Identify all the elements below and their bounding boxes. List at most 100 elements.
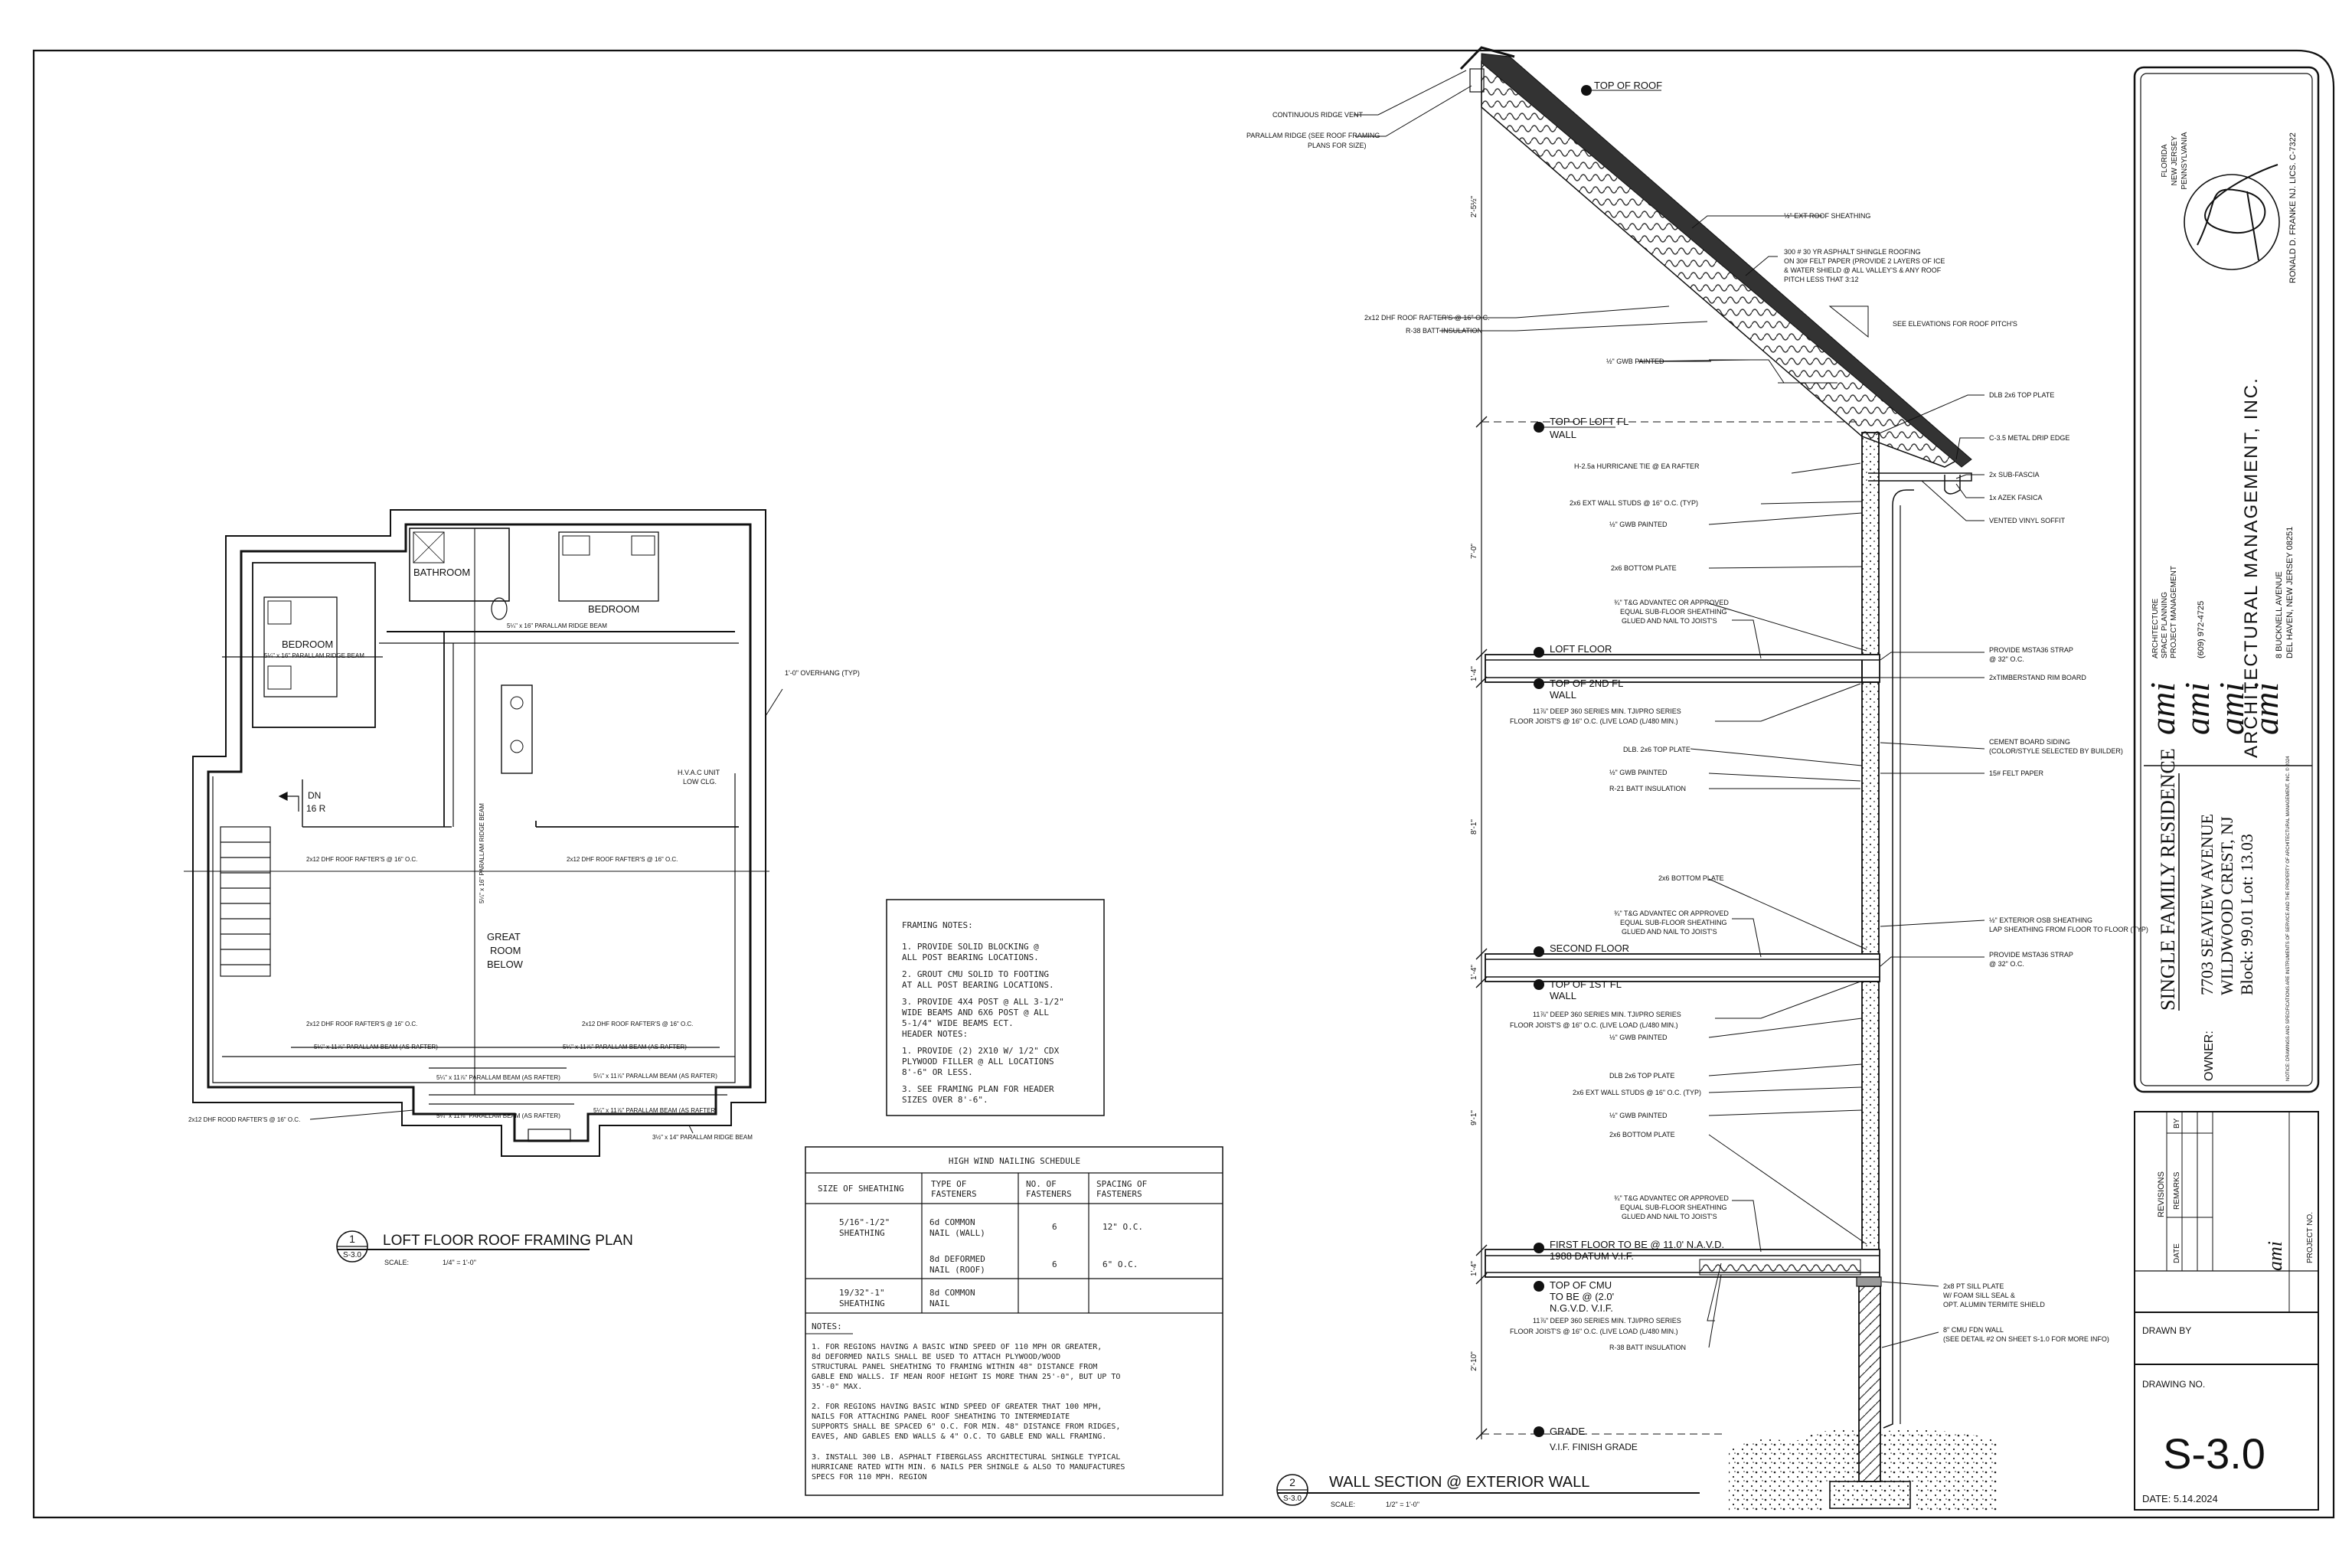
svg-text:½" GWB PAINTED: ½" GWB PAINTED	[1609, 1112, 1668, 1119]
svg-text:5-1/4" WIDE BEAMS ECT.: 5-1/4" WIDE BEAMS ECT.	[902, 1018, 1014, 1028]
svg-text:SPECS FOR 110 MPH. REGION: SPECS FOR 110 MPH. REGION	[812, 1473, 927, 1481]
svg-text:ami: ami	[2246, 682, 2285, 735]
sill-plate	[1856, 1276, 1882, 1287]
svg-text:1. PROVIDE SOLID BLOCKING @: 1. PROVIDE SOLID BLOCKING @	[902, 942, 1039, 952]
svg-text:SHEATHING: SHEATHING	[839, 1228, 885, 1238]
svg-text:3. INSTALL 300 LB. ASPHALT FIB: 3. INSTALL 300 LB. ASPHALT FIBERGLASS AR…	[812, 1453, 1120, 1462]
svg-text:½" GWB PAINTED: ½" GWB PAINTED	[1606, 358, 1664, 365]
level-top-loft-wall: TOP OF LOFT FL WALL	[1534, 416, 1628, 440]
svg-text:FASTENERS: FASTENERS	[1096, 1189, 1142, 1199]
svg-text:AT ALL POST BEARING LOCATIONS.: AT ALL POST BEARING LOCATIONS.	[902, 980, 1054, 990]
copyright-note: NOTICE: DRAWINGS AND SPECIFICATIONS ARE …	[2285, 756, 2291, 1081]
level-top-of-roof: TOP OF ROOF	[1581, 80, 1662, 96]
svg-text:N.G.V.D. V.I.F.: N.G.V.D. V.I.F.	[1550, 1302, 1613, 1314]
svg-text:3. PROVIDE 4X4 POST @ ALL 3-1/: 3. PROVIDE 4X4 POST @ ALL 3-1/2"	[902, 997, 1064, 1007]
plan-label-bathroom: BATHROOM	[413, 567, 470, 578]
svg-text:TOP OF CMU: TOP OF CMU	[1550, 1279, 1612, 1291]
svg-text:WALL: WALL	[1550, 990, 1576, 1001]
svg-text:TO BE @ (2.0': TO BE @ (2.0'	[1550, 1291, 1614, 1302]
svg-text:TOP OF LOFT FL: TOP OF LOFT FL	[1550, 416, 1628, 427]
state-2: NEW JERSEY	[2171, 136, 2179, 185]
svg-text:W/ FOAM SILL SEAL &: W/ FOAM SILL SEAL &	[1943, 1292, 2015, 1299]
plan-scale-label: SCALE:	[384, 1259, 409, 1266]
sheet-number: S-3.0	[2163, 1429, 2265, 1478]
svg-text:SEE ELEVATIONS FOR ROOF PITCH': SEE ELEVATIONS FOR ROOF PITCH'S	[1893, 320, 2017, 328]
loft-wall	[1861, 432, 1880, 655]
plan-label-ridge-bottom: 3½" x 14" PARALLAM RIDGE BEAM	[652, 1134, 753, 1141]
svg-text:6: 6	[1052, 1222, 1057, 1232]
svg-text:EQUAL SUB-FLOOR SHEATHING: EQUAL SUB-FLOOR SHEATHING	[1620, 608, 1727, 616]
section-notes-right: DLB 2x6 TOP PLATE C-3.5 METAL DRIP EDGE …	[1875, 391, 2148, 1348]
svg-text:SHEATHING: SHEATHING	[839, 1298, 885, 1308]
svg-text:ALL POST BEARING LOCATIONS.: ALL POST BEARING LOCATIONS.	[902, 952, 1039, 962]
svg-text:STRUCTURAL PANEL SHEATHING TO: STRUCTURAL PANEL SHEATHING TO FRAMING WI…	[812, 1363, 1097, 1371]
plan-label-beam-c: 5¼" x 11⅞" PARALLAM BEAM (AS RAFTER)	[436, 1074, 560, 1081]
svg-text:GRADE: GRADE	[1550, 1426, 1586, 1437]
plan-title: 1 S-3.0 LOFT FLOOR ROOF FRAMING PLAN SCA…	[336, 1230, 633, 1266]
revisions-col-remarks: REMARKS	[2173, 1171, 2181, 1210]
nailing-schedule: HIGH WIND NAILING SCHEDULE SIZE OF SHEAT…	[805, 1146, 1223, 1496]
svg-text:R-38 BATT INSULATION: R-38 BATT INSULATION	[1406, 327, 1482, 335]
owner-label: OWNER:	[2203, 1031, 2216, 1081]
svg-text:1. PROVIDE (2) 2X10 W/ 1/2" CD: 1. PROVIDE (2) 2X10 W/ 1/2" CDX	[902, 1046, 1060, 1056]
level-loft-floor: LOFT FLOOR	[1534, 643, 1612, 658]
section-title-num: 2	[1289, 1476, 1295, 1488]
section-notes-left: CONTINUOUS RIDGE VENT PARALLAM RIDGE (SE…	[1246, 70, 2017, 1351]
svg-text:V.I.F. FINISH GRADE: V.I.F. FINISH GRADE	[1550, 1442, 1638, 1452]
plan-label-rafter-4: 2x12 DHF ROOF RAFTER'S @ 16" O.C.	[582, 1021, 693, 1027]
svg-text:PLYWOOD FILLER @ ALL LOCATIONS: PLYWOOD FILLER @ ALL LOCATIONS	[902, 1057, 1054, 1067]
svg-text:½" EXTERIOR OSB SHEATHING: ½" EXTERIOR OSB SHEATHING	[1989, 916, 2092, 924]
section-title-text: WALL SECTION @ EXTERIOR WALL	[1329, 1474, 1589, 1491]
project-logo: ami	[2264, 1241, 2286, 1271]
level-grade: GRADE V.I.F. FINISH GRADE	[1534, 1426, 1638, 1452]
section-title: 2 S-3.0 WALL SECTION @ EXTERIOR WALL SCA…	[1276, 1474, 1700, 1508]
svg-text:EAVES, AND GABLES END WALLS &: EAVES, AND GABLES END WALLS & 4" O.C. TO…	[812, 1432, 1106, 1441]
svg-text:11⅞" DEEP 360 SERIES MIN. TJI/: 11⅞" DEEP 360 SERIES MIN. TJI/PRO SERIES	[1533, 1317, 1681, 1325]
toilet	[491, 597, 508, 620]
svg-text:¾" T&G ADVANTEC OR APPROVED: ¾" T&G ADVANTEC OR APPROVED	[1614, 1194, 1729, 1202]
svg-text:WALL: WALL	[1550, 429, 1576, 440]
revisions-col-by: BY	[2173, 1118, 2181, 1129]
svg-text:@ 32" O.C.: @ 32" O.C.	[1989, 655, 2024, 663]
svg-text:DLB 2x6 TOP PLATE: DLB 2x6 TOP PLATE	[1989, 391, 2054, 399]
signature	[2197, 164, 2278, 261]
framing-notes-title: FRAMING NOTES:	[902, 920, 973, 930]
svg-text:C-3.5 METAL DRIP EDGE: C-3.5 METAL DRIP EDGE	[1989, 434, 2069, 442]
second-floor-wall	[1861, 681, 1880, 955]
svg-text:TOP OF 2ND FL: TOP OF 2ND FL	[1550, 678, 1623, 689]
svg-text:NAIL (WALL): NAIL (WALL)	[929, 1228, 985, 1238]
svg-text:1'-4": 1'-4"	[1470, 1261, 1478, 1276]
plan-scale: 1/4" = 1'-0"	[443, 1259, 476, 1266]
project-title: SINGLE FAMILY RESIDENCE	[2157, 748, 2179, 1011]
svg-text:8d DEFORMED: 8d DEFORMED	[929, 1254, 985, 1264]
svg-text:R-21 BATT INSULATION: R-21 BATT INSULATION	[1609, 785, 1686, 792]
svg-text:SIZE OF SHEATHING: SIZE OF SHEATHING	[818, 1184, 904, 1194]
svg-text:35'-0" MAX.: 35'-0" MAX.	[812, 1383, 862, 1391]
svg-text:8d DEFORMED NAILS SHALL BE USE: 8d DEFORMED NAILS SHALL BE USED TO ATTAC…	[812, 1353, 1060, 1361]
plan-label-beam-a: 5¼" x 11⅞" PARALLAM BEAM (AS RAFTER)	[314, 1044, 438, 1050]
section-levels: TOP OF ROOF TOP OF LOFT FL WALL LOFT FLOO…	[1534, 80, 1724, 1452]
svg-text:FIRST FLOOR TO BE @ 11.0' N.A.: FIRST FLOOR TO BE @ 11.0' N.A.V.D.	[1550, 1239, 1724, 1250]
exterior-wall-outline	[207, 523, 752, 1142]
svg-text:2. GROUT CMU SOLID TO FOOTING: 2. GROUT CMU SOLID TO FOOTING	[902, 969, 1049, 979]
state-1: FLORIDA	[2161, 144, 2169, 178]
svg-text:WALL: WALL	[1550, 689, 1576, 701]
svg-text:TYPE OF: TYPE OF	[931, 1179, 966, 1189]
svg-text:1x AZEK FASICA: 1x AZEK FASICA	[1989, 494, 2043, 501]
svg-text:TOP OF 1ST FL: TOP OF 1ST FL	[1550, 978, 1622, 990]
svg-text:PITCH LESS THAT 3:12: PITCH LESS THAT 3:12	[1784, 276, 1859, 283]
revisions-col-date: DATE	[2173, 1243, 2181, 1263]
seal-text: RONALD D. FRANKE NJ. LICS. C-7322	[2288, 132, 2298, 283]
svg-text:¾" T&G ADVANTEC OR APPROVED: ¾" T&G ADVANTEC OR APPROVED	[1614, 599, 1729, 606]
ridge-vent	[1459, 46, 1515, 70]
svg-text:3. SEE FRAMING PLAN FOR HEADER: 3. SEE FRAMING PLAN FOR HEADER	[902, 1084, 1054, 1094]
title-block: FLORIDA NEW JERSEY PENNSYLVANIA RONALD D…	[2133, 66, 2320, 1511]
firm-address-2: DEL HAVEN, NEW JERSEY 08251	[2285, 527, 2295, 658]
svg-text:FASTENERS: FASTENERS	[1026, 1189, 1072, 1199]
svg-text:2. FOR REGIONS HAVING BASIC WI: 2. FOR REGIONS HAVING BASIC WIND SPEED O…	[812, 1403, 1102, 1411]
firm-address-1: 8 BUCKNELL AVENUE	[2275, 571, 2284, 658]
section-dimensions: 2'-5½" 7'-0" 1'-4" 8'-1" 1'-4" 9'-1" 1'-…	[1470, 195, 1478, 1370]
plan-label-beam-bath: 5¼" x 16" PARALLAM RIDGE BEAM	[507, 622, 607, 629]
